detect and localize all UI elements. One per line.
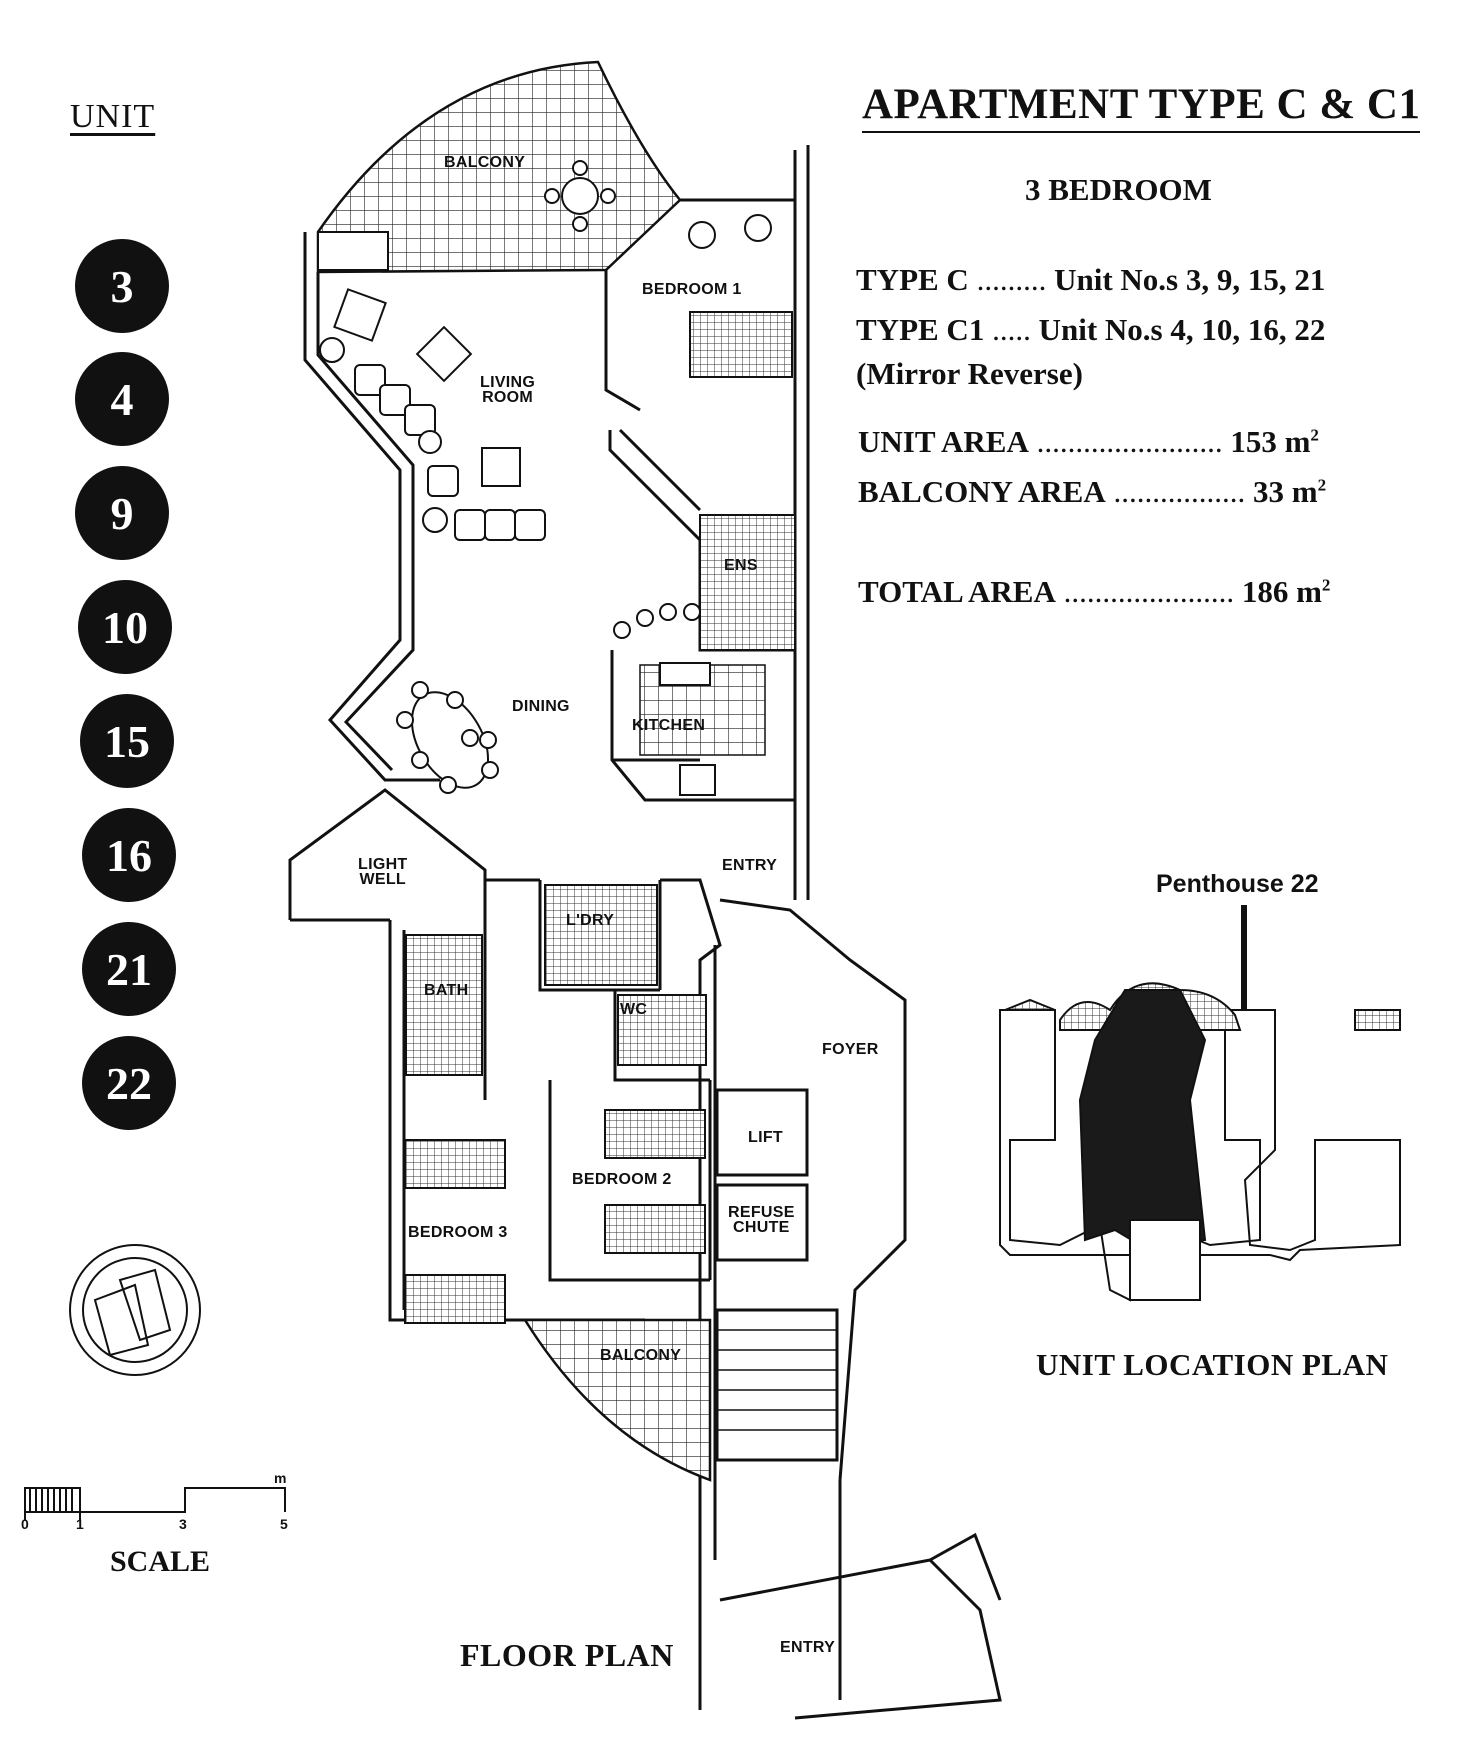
unit-badge-3[interactable]: 3 xyxy=(75,239,169,333)
unit-heading: UNIT xyxy=(70,98,156,135)
area-label: UNIT AREA xyxy=(858,424,1029,459)
room-label-balcony-bottom: BALCONY xyxy=(600,1347,682,1364)
area-superscript: 2 xyxy=(1317,475,1327,495)
unit-badge-21[interactable]: 21 xyxy=(82,922,176,1016)
unit-badge-10[interactable]: 10 xyxy=(78,580,172,674)
area-label: TOTAL AREA xyxy=(858,574,1056,609)
balcony-bottom-area xyxy=(522,1318,712,1482)
leader-dots: ......... xyxy=(968,262,1055,297)
scale-label: SCALE xyxy=(110,1545,211,1578)
room-label-refuse-chute: REFUSE CHUTE xyxy=(728,1204,795,1236)
floor-plan-label: FLOOR PLAN xyxy=(460,1637,674,1673)
area-value: 33 m xyxy=(1253,474,1318,509)
unit-badge-22[interactable]: 22 xyxy=(82,1036,176,1130)
apartment-title: APARTMENT TYPE C & C1 xyxy=(862,80,1421,133)
balcony-area-row: BALCONY AREA ................. 33 m2 xyxy=(858,474,1326,510)
bath-tiles xyxy=(405,934,483,1076)
wc-tiles xyxy=(617,994,707,1066)
scale-unit: m xyxy=(274,1470,287,1486)
living-furniture xyxy=(319,214,793,1324)
balcony-table xyxy=(544,160,616,232)
area-label: BALCONY AREA xyxy=(858,474,1106,509)
ensuite-tiles xyxy=(699,514,796,651)
stair-treads xyxy=(717,1329,837,1431)
leader-dots: ................. xyxy=(1105,474,1253,509)
room-label-bedroom1: BEDROOM 1 xyxy=(642,281,742,298)
type-units: Unit No.s 3, 9, 15, 21 xyxy=(1054,262,1326,297)
room-label-entry-bottom: ENTRY xyxy=(780,1639,836,1656)
room-label-bedroom2: BEDROOM 2 xyxy=(572,1171,672,1188)
location-plan-title: UNIT LOCATION PLAN xyxy=(1036,1347,1389,1382)
leader-dots: ........................ xyxy=(1028,424,1231,459)
balcony-top-area xyxy=(316,60,682,274)
room-label-living: LIVING ROOM xyxy=(480,374,536,406)
room-label-entry: ENTRY xyxy=(722,857,778,874)
scale-tick-3: 3 xyxy=(179,1516,187,1532)
room-label-laundry: L'DRY xyxy=(566,912,615,929)
area-value: 186 m xyxy=(1241,574,1322,609)
room-label-light-well: LIGHT WELL xyxy=(358,856,408,888)
type-label: TYPE C xyxy=(856,262,969,297)
penthouse-callout: Penthouse 22 xyxy=(1156,870,1319,898)
scale-tick-0: 0 xyxy=(21,1516,29,1532)
unit-location-plan xyxy=(999,982,1401,1302)
type-units: Unit No.s 4, 10, 16, 22 xyxy=(1038,312,1326,347)
scale-bar xyxy=(24,1487,286,1520)
unit-badge-16[interactable]: 16 xyxy=(82,808,176,902)
room-label-kitchen: KITCHEN xyxy=(632,717,706,734)
unit-area-row: UNIT AREA ........................ 153 m… xyxy=(858,424,1319,460)
room-label-wc: WC xyxy=(620,1001,648,1018)
leader-dots: ..... xyxy=(984,312,1039,347)
room-label-bath: BATH xyxy=(424,982,469,999)
unit-badge-9[interactable]: 9 xyxy=(75,466,169,560)
room-label-lift: LIFT xyxy=(748,1129,783,1146)
room-label-dining: DINING xyxy=(512,698,570,715)
north-compass xyxy=(69,1244,201,1376)
type-label: TYPE C1 xyxy=(856,312,985,347)
scale-tick-1: 1 xyxy=(76,1516,84,1532)
total-area-row: TOTAL AREA ...................... 186 m2 xyxy=(858,574,1330,610)
bedroom-count: 3 BEDROOM xyxy=(1025,172,1212,207)
laundry-tiles xyxy=(544,884,658,986)
leader-dots: ...................... xyxy=(1055,574,1242,609)
scale-tick-5: 5 xyxy=(280,1516,288,1532)
room-label-balcony-top: BALCONY xyxy=(444,154,526,171)
room-label-foyer: FOYER xyxy=(822,1041,879,1058)
mirror-note: (Mirror Reverse) xyxy=(856,356,1083,391)
area-superscript: 2 xyxy=(1321,575,1331,595)
area-superscript: 2 xyxy=(1310,425,1319,445)
type-c1-row: TYPE C1 ..... Unit No.s 4, 10, 16, 22 xyxy=(856,312,1325,348)
unit-badge-15[interactable]: 15 xyxy=(80,694,174,788)
area-value: 153 m xyxy=(1230,424,1311,459)
unit-badge-4[interactable]: 4 xyxy=(75,352,169,446)
type-c-row: TYPE C ......... Unit No.s 3, 9, 15, 21 xyxy=(856,262,1325,298)
room-label-ensuite: ENS xyxy=(724,557,758,574)
room-label-bedroom3: BEDROOM 3 xyxy=(408,1224,508,1241)
